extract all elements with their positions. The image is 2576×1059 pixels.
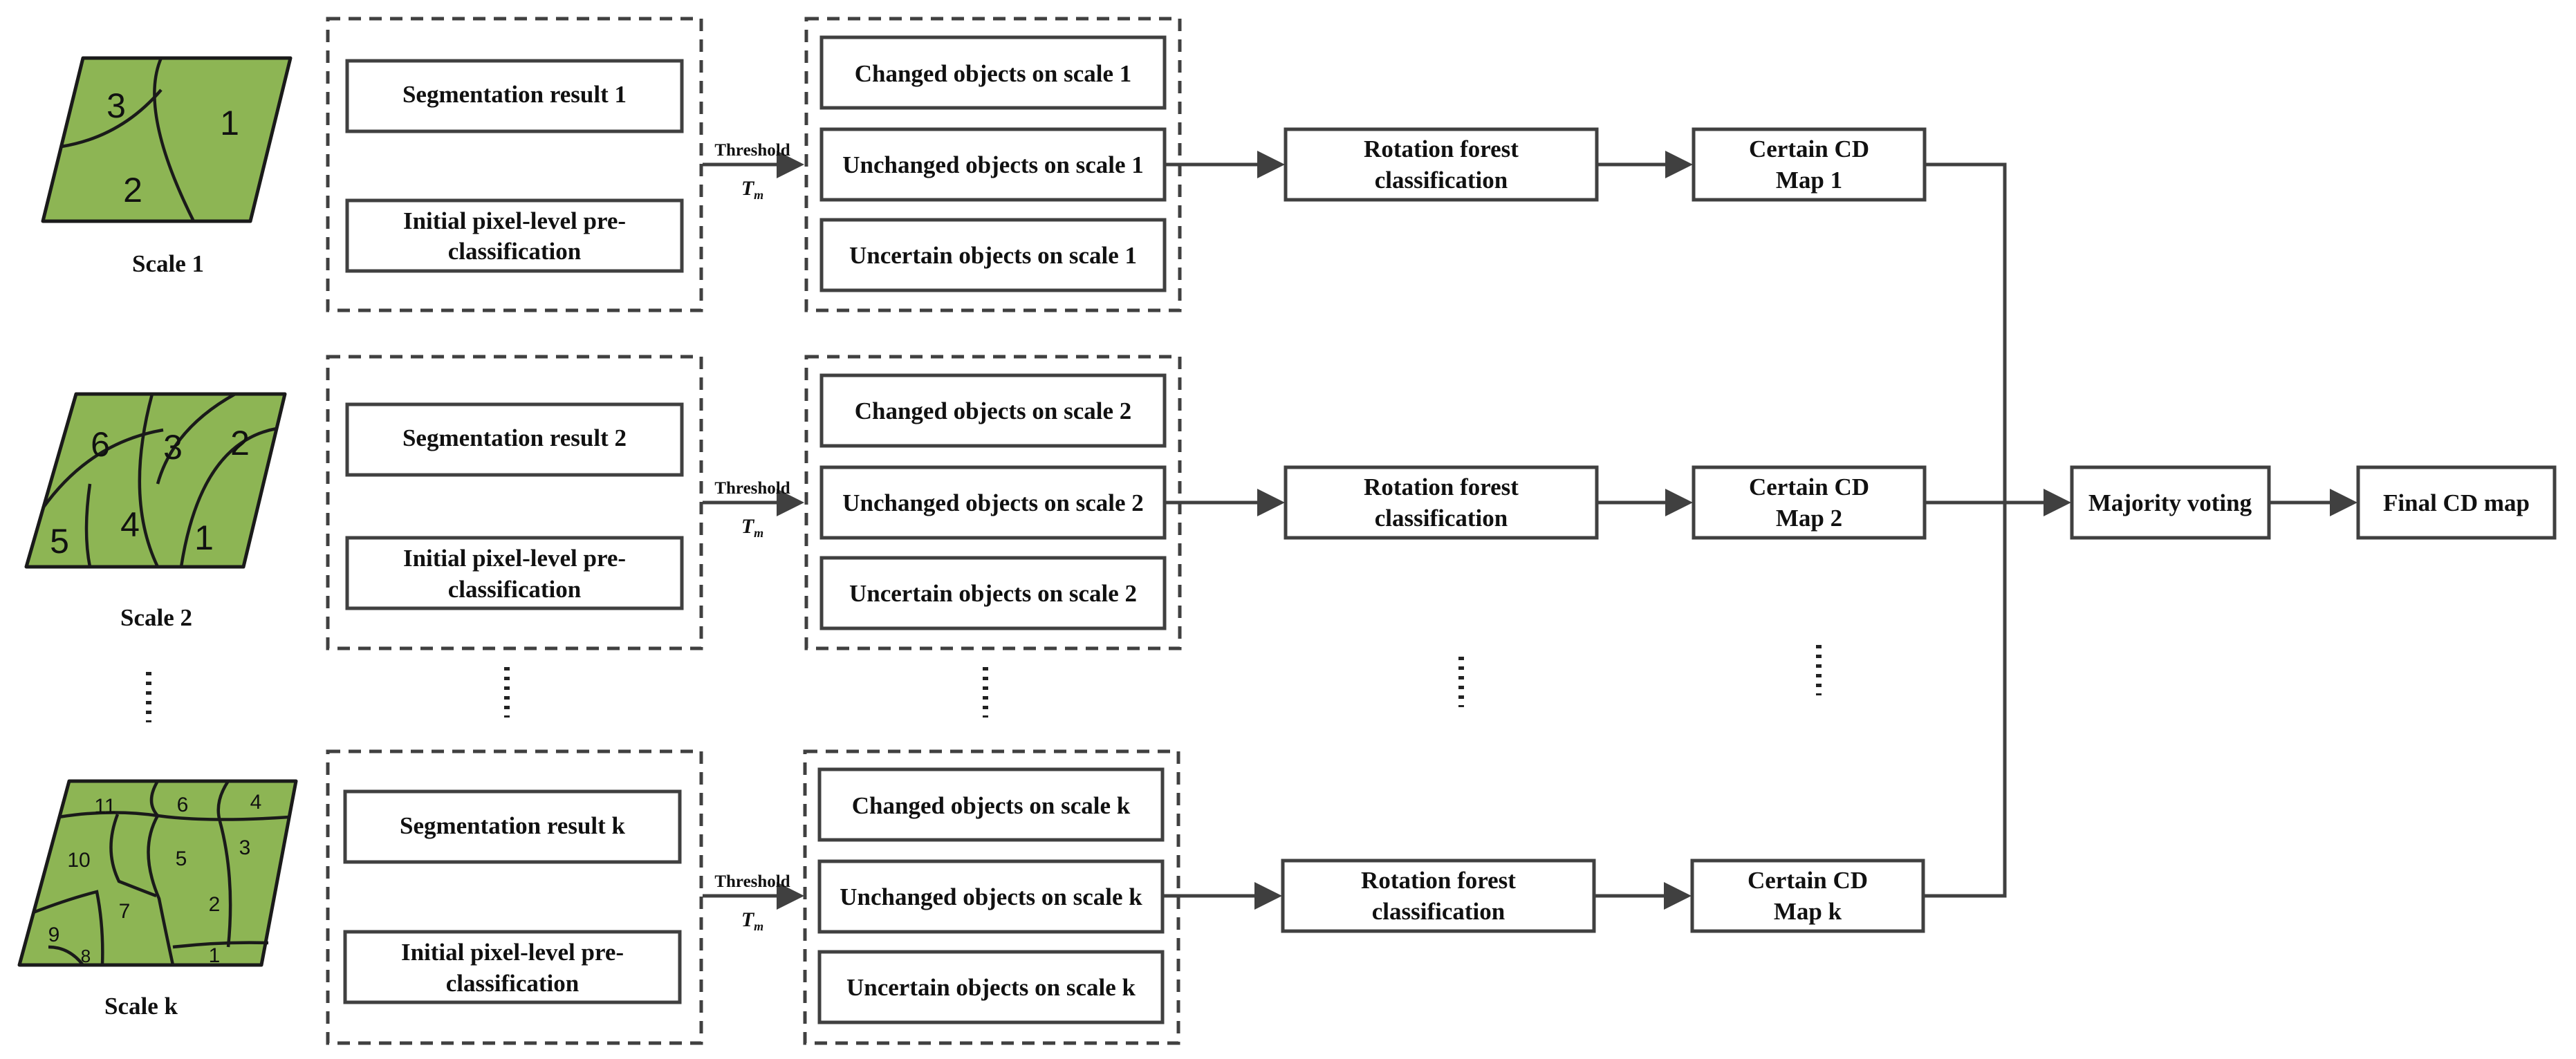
preclassification-label-line1: Initial pixel-level pre-: [403, 545, 626, 572]
parcel-number: 11: [94, 795, 115, 818]
segmentation-result-label: Segmentation result k: [400, 812, 626, 839]
preclassification-label-line2: classification: [446, 970, 579, 997]
input-group-box: [326, 749, 703, 1045]
input-group-box: [326, 17, 703, 312]
connector-cd1: [1923, 162, 2007, 898]
certain-cd-map-label-line1: Certain CD: [1749, 474, 1869, 500]
threshold-label: Threshold: [714, 479, 790, 498]
uncertain-objects-box: [817, 950, 1165, 1024]
parcel-number: 2: [209, 893, 221, 916]
uncertain-objects-label: Uncertain objects on scale k: [846, 974, 1136, 1001]
changed-objects-label: Changed objects on scale k: [852, 792, 1131, 819]
row-scale-1: 3 1 2 Scale 1 Segmentation result 1 Init…: [41, 17, 1927, 312]
unchanged-objects-label: Unchanged objects on scale 1: [842, 151, 1144, 178]
certain-cd-map-box: [1692, 127, 1927, 202]
parcel-number: 4: [250, 791, 262, 814]
parcel-number: 3: [239, 836, 251, 859]
segmentation-result-label: Segmentation result 2: [402, 424, 627, 451]
parcel-number: 8: [81, 946, 91, 966]
parcel-number: 4: [120, 505, 140, 544]
threshold-symbol: Tm: [741, 908, 763, 933]
changed-objects-label: Changed objects on scale 1: [855, 60, 1132, 87]
rotation-forest-label-line1: Rotation forest: [1364, 474, 1519, 500]
unchanged-objects-label: Unchanged objects on scale k: [840, 883, 1142, 910]
rotation-forest-label-line2: classification: [1372, 898, 1505, 925]
rotation-forest-label-line1: Rotation forest: [1361, 867, 1516, 894]
input-group-box: [326, 355, 703, 650]
vertical-ellipsis-group: [146, 645, 1822, 722]
certain-cd-map-label-line1: Certain CD: [1748, 867, 1868, 894]
parcel-number: 6: [177, 794, 189, 816]
certain-cd-map-label-line2: Map 2: [1776, 505, 1842, 532]
parcel-number: 1: [220, 104, 239, 142]
rotation-forest-label-line2: classification: [1375, 505, 1508, 532]
scale-label: Scale 1: [132, 250, 204, 277]
certain-cd-map-box: [1692, 465, 1927, 540]
parcel-number: 10: [67, 849, 90, 872]
changed-objects-label: Changed objects on scale 2: [855, 397, 1132, 424]
preclassification-label-line1: Initial pixel-level pre-: [401, 939, 624, 966]
unchanged-objects-label: Unchanged objects on scale 2: [842, 489, 1144, 516]
parcel-number: 6: [91, 425, 110, 464]
certain-cd-map-box: [1690, 859, 1925, 933]
uncertain-objects-box: [819, 218, 1167, 292]
uncertain-objects-label: Uncertain objects on scale 2: [849, 580, 1137, 607]
preclassification-label-line2: classification: [448, 238, 581, 265]
final-cd-map-label: Final CD map: [2383, 489, 2530, 516]
segmentation-result-box: [345, 402, 684, 477]
preclassification-label-line1: Initial pixel-level pre-: [403, 207, 626, 234]
preclassification-box: [343, 930, 682, 1004]
parcel-number: 2: [123, 171, 142, 209]
unchanged-objects-box: [819, 465, 1167, 540]
row-scale-2: 6 3 2 5 4 1 Scale 2 Segmentation result …: [24, 355, 1927, 650]
preclassification-box: [345, 536, 684, 610]
parcel-number: 3: [163, 428, 183, 467]
changed-objects-box: [817, 767, 1165, 842]
changed-objects-box: [819, 373, 1167, 448]
parcel-number: 1: [194, 518, 214, 557]
scale-label: Scale 2: [120, 604, 192, 631]
parcel-number: 2: [230, 424, 250, 462]
merge-connectors: [1923, 162, 2071, 898]
certain-cd-map-label-line1: Certain CD: [1749, 135, 1869, 162]
segmented-parcel-icon: 11 6 4 10 5 3 7 2 9 8 1: [17, 779, 298, 967]
changed-objects-box: [819, 35, 1167, 110]
unchanged-objects-box: [817, 859, 1165, 934]
parcel-number: 1: [209, 944, 221, 967]
rotation-forest-label-line1: Rotation forest: [1364, 135, 1519, 162]
segmented-parcel-icon: 3 1 2: [41, 56, 293, 223]
threshold-symbol: Tm: [741, 177, 763, 202]
segmentation-result-label: Segmentation result 1: [402, 81, 627, 108]
rotation-forest-box: [1284, 465, 1599, 540]
uncertain-objects-label: Uncertain objects on scale 1: [849, 242, 1137, 269]
segmentation-result-box: [343, 789, 682, 864]
scale-label: Scale k: [104, 993, 178, 1020]
certain-cd-map-label-line2: Map 1: [1776, 167, 1842, 194]
majority-voting-box: [2070, 465, 2271, 540]
preclassification-box: [345, 198, 684, 273]
rotation-forest-label-line2: classification: [1375, 167, 1508, 194]
threshold-symbol: Tm: [741, 515, 763, 540]
final-cd-map-box: [2356, 465, 2557, 540]
threshold-label: Threshold: [714, 872, 790, 891]
rotation-forest-box: [1284, 127, 1599, 202]
parcel-number: 3: [106, 86, 126, 125]
parcel-number: 5: [176, 847, 187, 870]
preclassification-label-line2: classification: [448, 576, 581, 603]
threshold-label: Threshold: [714, 141, 790, 160]
parcel-number: 5: [50, 522, 69, 561]
certain-cd-map-label-line2: Map k: [1774, 898, 1842, 925]
row-scale-k: 11 6 4 10 5 3 7 2 9 8 1 Scale k Segmenta…: [17, 749, 1925, 1045]
segmented-parcel-icon: 6 3 2 5 4 1: [24, 392, 287, 569]
uncertain-objects-box: [819, 556, 1167, 630]
majority-voting-label: Majority voting: [2088, 489, 2252, 516]
segmentation-result-box: [345, 59, 684, 133]
parcel-number: 9: [48, 924, 60, 946]
parcel-number: 7: [119, 900, 131, 923]
